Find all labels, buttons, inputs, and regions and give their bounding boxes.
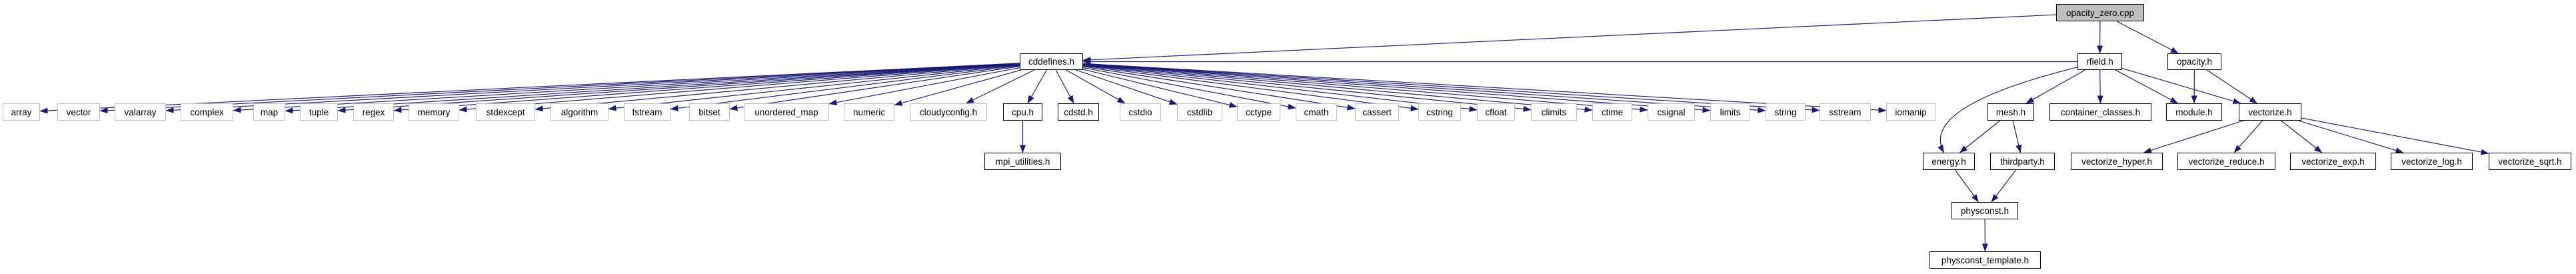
graph-node-mesh[interactable]: mesh.h <box>1987 103 2034 121</box>
edge-cddefines-to-fstream <box>670 65 1020 111</box>
edge-cddefines-to-cstring <box>1082 65 1419 111</box>
edge-cddefines-to-bitset <box>729 65 1020 111</box>
graph-node-tuple: tuple <box>300 103 338 121</box>
edge-cddefines-to-valarray <box>165 63 1020 113</box>
graph-node-csignal: csignal <box>1648 103 1695 121</box>
edge-opacity-to-vectorize <box>2206 69 2257 104</box>
edge-cddefines-to-array <box>39 63 1020 114</box>
graph-node-limits: limits <box>1710 103 1750 121</box>
graph-node-cmath: cmath <box>1296 103 1337 121</box>
edge-cddefines-to-cstdio <box>1066 69 1126 104</box>
edge-rfield-to-module <box>2115 69 2179 104</box>
graph-node-regex: regex <box>353 103 394 121</box>
graph-node-algorithm: algorithm <box>551 103 609 121</box>
edge-cddefines-to-cctype <box>1082 69 1238 108</box>
graph-node-vectorize_reduce[interactable]: vectorize_reduce.h <box>2177 153 2275 170</box>
graph-node-mpi_utilities[interactable]: mpi_utilities.h <box>984 153 1061 170</box>
graph-node-opacity_zero_cpp: opacity_zero.cpp <box>2056 4 2144 21</box>
edge-cddefines-to-cassert <box>1082 66 1356 111</box>
edge-cddefines-to-csignal <box>1082 63 1648 113</box>
graph-node-cddefines[interactable]: cddefines.h <box>1020 53 1083 70</box>
graph-node-complex: complex <box>181 103 233 121</box>
edge-cddefines-to-numeric <box>894 69 1022 106</box>
edge-cddefines-to-regex <box>393 63 1020 113</box>
graph-node-valarray: valarray <box>115 103 166 121</box>
graph-node-string: string <box>1766 103 1806 121</box>
graph-node-module[interactable]: module.h <box>2166 103 2222 121</box>
edge-vectorize-to-vectorize_reduce <box>2233 120 2263 153</box>
edge-cddefines-to-algorithm <box>608 64 1020 111</box>
graph-node-cpu[interactable]: cpu.h <box>1003 103 1042 121</box>
edge-cddefines-to-cstdlib <box>1076 69 1178 105</box>
graph-node-cfloat: cfloat <box>1477 103 1515 121</box>
edge-cddefines-to-cpu <box>1027 69 1047 104</box>
edge-rfield-to-energy <box>1937 67 2078 153</box>
graph-node-rfield[interactable]: rfield.h <box>2077 53 2122 70</box>
graph-node-iomanip: iomanip <box>1886 103 1935 121</box>
graph-node-numeric: numeric <box>844 103 894 121</box>
edge-cddefines-to-map <box>285 63 1020 114</box>
edge-cddefines-to-cloudyconfig <box>966 69 1035 104</box>
edge-energy-to-physconst <box>1955 169 1979 203</box>
graph-node-ctime: ctime <box>1592 103 1632 121</box>
edge-cddefines-to-iomanip <box>1082 63 1887 113</box>
edge-cddefines-to-sstream <box>1082 63 1820 113</box>
graph-node-vectorize_log[interactable]: vectorize_log.h <box>2391 153 2473 170</box>
graph-node-climits: climits <box>1531 103 1577 121</box>
graph-node-physconst[interactable]: physconst.h <box>1951 202 2018 219</box>
graph-node-cstdlib: cstdlib <box>1177 103 1222 121</box>
edge-cddefines-to-stdexcept <box>535 64 1020 112</box>
edge-cddefines-to-tuple <box>337 63 1020 113</box>
graph-node-bitset: bitset <box>689 103 730 121</box>
graph-node-stdexcept: stdexcept <box>476 103 535 121</box>
edge-rfield-to-vectorize <box>2121 67 2241 105</box>
graph-node-cloudyconfig: cloudyconfig.h <box>910 103 987 121</box>
edge-cddefines-to-unordered_map <box>828 67 1020 106</box>
edge-cddefines-to-climits <box>1082 64 1532 112</box>
edge-cddefines-to-ctime <box>1082 64 1593 113</box>
edge-rfield-to-mesh <box>2025 69 2085 104</box>
edge-mesh-to-thirdparty <box>2012 120 2022 153</box>
edge-vectorize-to-vectorize_exp <box>2281 120 2323 153</box>
graph-node-vectorize_sqrt[interactable]: vectorize_sqrt.h <box>2489 153 2571 170</box>
edge-cddefines-to-cdstd <box>1055 69 1074 104</box>
graph-node-cstring: cstring <box>1418 103 1461 121</box>
edge-cddefines-to-string <box>1082 63 1766 113</box>
edge-thirdparty-to-physconst <box>1991 169 2017 203</box>
graph-node-map: map <box>253 103 285 121</box>
graph-node-cdstd[interactable]: cdstd.h <box>1058 103 1099 121</box>
graph-node-vectorize_exp[interactable]: vectorize_exp.h <box>2290 153 2376 170</box>
graph-node-container_classes[interactable]: container_classes.h <box>2049 103 2151 121</box>
graph-node-cassert: cassert <box>1355 103 1399 121</box>
edge-cddefines-to-vector <box>99 63 1020 114</box>
graph-node-thirdparty[interactable]: thirdparty.h <box>1990 153 2055 170</box>
graph-node-opacity[interactable]: opacity.h <box>2167 53 2221 70</box>
edge-cddefines-to-memory <box>459 63 1020 113</box>
graph-node-physconst_template[interactable]: physconst_template.h <box>1930 251 2041 269</box>
edge-opacity_zero_cpp-to-opacity <box>2116 21 2179 54</box>
edge-cddefines-to-cmath <box>1082 67 1296 110</box>
graph-node-vectorize_hyper[interactable]: vectorize_hyper.h <box>2071 153 2163 170</box>
edge-opacity_zero_cpp-to-cddefines <box>1082 14 2057 63</box>
graph-node-unordered_map: unordered_map <box>744 103 829 121</box>
graph-node-sstream: sstream <box>1820 103 1871 121</box>
edge-cddefines-to-cfloat <box>1082 65 1478 112</box>
graph-node-fstream: fstream <box>624 103 670 121</box>
edge-cddefines-to-limits <box>1082 63 1711 113</box>
edge-mesh-to-energy <box>1959 120 2001 153</box>
edge-cddefines-to-complex <box>233 63 1020 113</box>
edge-vectorize-to-vectorize_hyper <box>2143 120 2243 153</box>
graph-node-cctype: cctype <box>1237 103 1280 121</box>
graph-node-array: array <box>3 103 40 121</box>
graph-node-cstdio: cstdio <box>1120 103 1161 121</box>
graph-node-vector: vector <box>57 103 100 121</box>
graph-node-energy[interactable]: energy.h <box>1923 153 1975 170</box>
edge-vectorize-to-vectorize_sqrt <box>2301 117 2489 155</box>
edge-vectorize-to-vectorize_log <box>2298 120 2404 153</box>
edge-rfield-to-container_classes <box>2097 69 2103 104</box>
graph-node-memory: memory <box>409 103 459 121</box>
graph-node-vectorize[interactable]: vectorize.h <box>2239 103 2301 121</box>
